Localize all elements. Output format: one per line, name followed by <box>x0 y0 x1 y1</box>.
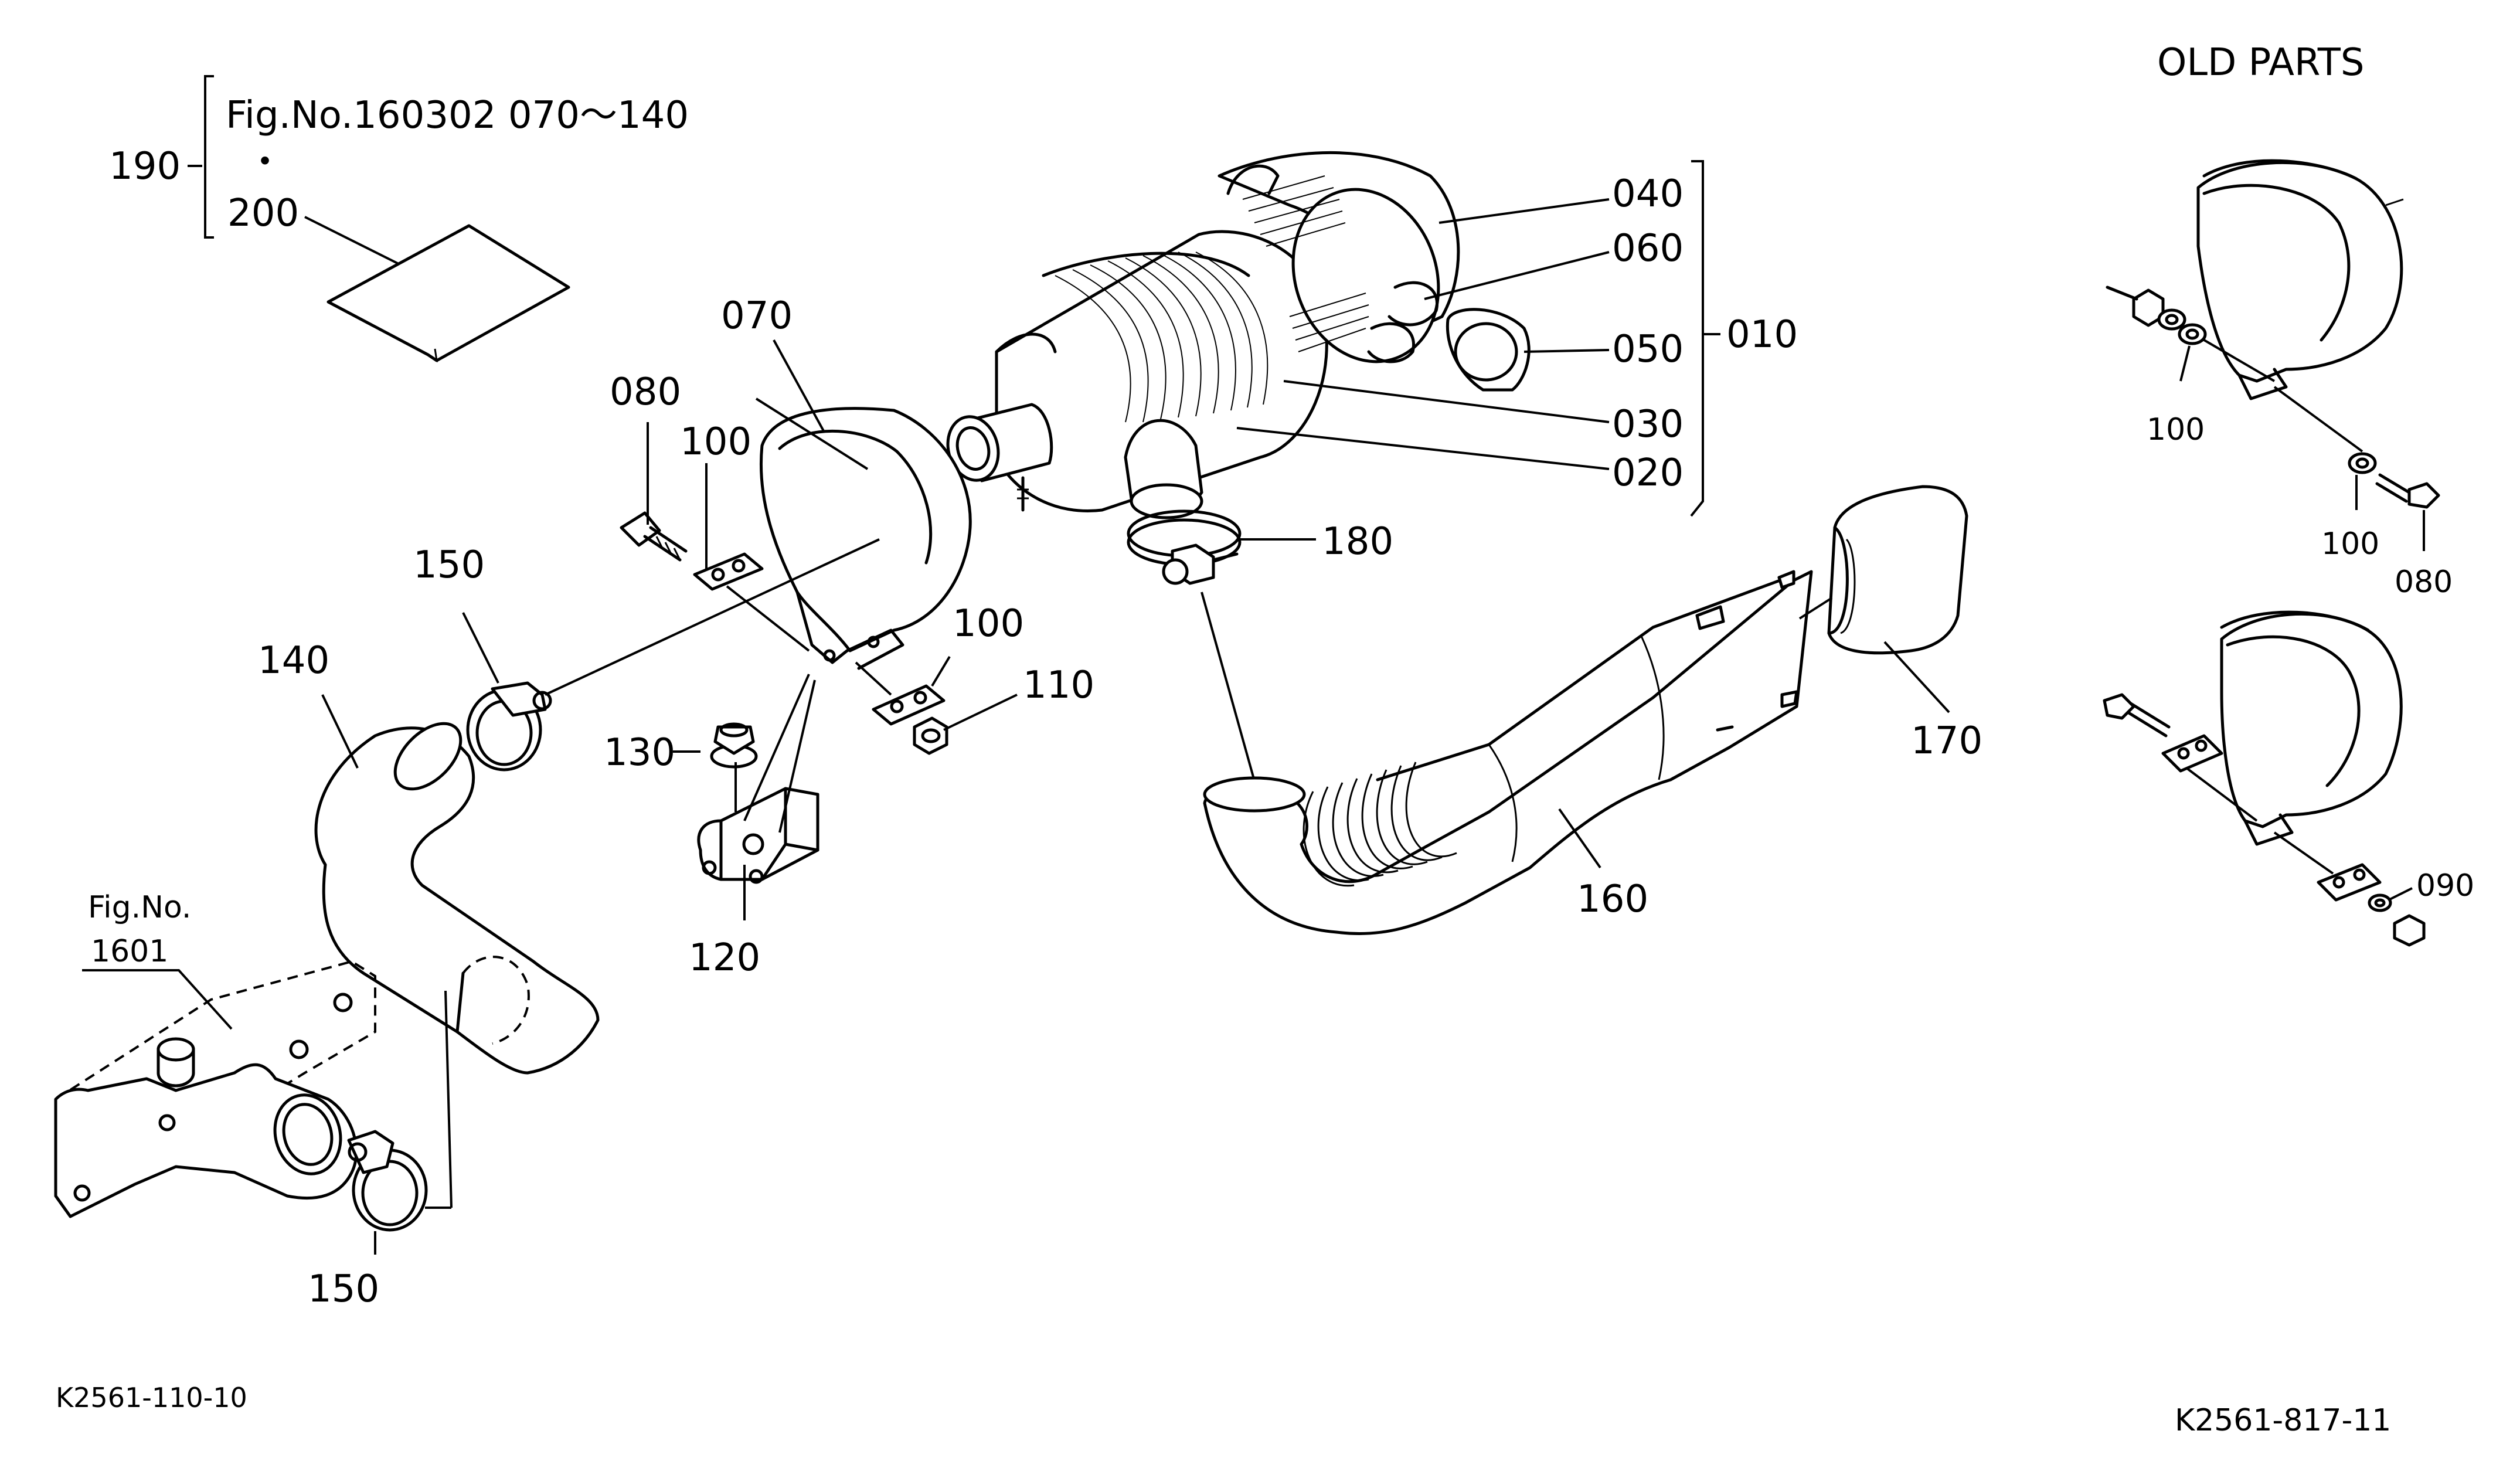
footer-right-code: K2561-817-11 <box>2175 1403 2391 1438</box>
callout-100-b: 100 <box>953 602 1024 645</box>
callout-030: 030 <box>1612 403 1684 446</box>
callout-040: 040 <box>1612 172 1684 216</box>
hose-clamp-icon <box>466 681 552 772</box>
callout-150-b: 150 <box>308 1267 379 1311</box>
callout-190: 190 <box>109 145 181 188</box>
old-parts-title: OLD PARTS <box>2157 41 2364 84</box>
bolt-icon <box>2103 693 2171 738</box>
plate-icon <box>693 552 764 591</box>
hose-clamp-icon <box>347 1130 428 1232</box>
bolt-icon <box>2348 452 2440 509</box>
plate-icon <box>2317 863 2382 902</box>
callout-050: 050 <box>1612 328 1684 371</box>
old-callout-100-top: 100 <box>2147 412 2205 447</box>
nut-icon <box>2106 286 2207 345</box>
callout-180: 180 <box>1322 520 1393 563</box>
callout-070: 070 <box>721 294 793 338</box>
plate-icon <box>2161 734 2223 773</box>
fig-ref-engine-line1: Fig.No. <box>88 890 191 925</box>
callout-200: 200 <box>227 192 299 235</box>
callout-170: 170 <box>1911 719 1982 763</box>
band-clamp-icon <box>759 407 972 670</box>
callout-160: 160 <box>1577 878 1648 921</box>
air-cleaner-callouts: 040 060 050 030 020 010 <box>1236 160 1798 517</box>
callout-110: 110 <box>1023 664 1094 707</box>
seal-icon <box>1827 485 1968 655</box>
callout-020: 020 <box>1612 451 1684 495</box>
plate-icon <box>872 684 946 726</box>
old-callout-090: 090 <box>2416 868 2474 903</box>
spring-clamp-icon <box>1127 509 1242 585</box>
air-cleaner-icon <box>946 151 1460 519</box>
footer-left-code: K2561-110-10 <box>56 1382 247 1413</box>
callout-140: 140 <box>258 639 329 682</box>
fig-ref-dot: ・ <box>246 141 284 184</box>
callout-150-a: 150 <box>413 543 485 587</box>
fig-ref-engine-line2: 1601 <box>91 934 168 969</box>
callout-060: 060 <box>1612 227 1684 270</box>
hose-icon <box>314 722 600 1075</box>
label-sheet-group: 190 Fig.No.160302 070～140 ・ 200 <box>109 75 689 363</box>
fig-ref-main: Fig.No.160302 070～140 <box>226 94 689 137</box>
manifold-icon <box>54 960 376 1218</box>
band-clamp-icon <box>2220 610 2403 846</box>
label-sheet-icon <box>327 224 570 363</box>
intake-duct-icon <box>1203 570 1813 936</box>
nut-icon <box>2368 893 2426 947</box>
callout-080: 080 <box>610 371 681 414</box>
nut-icon <box>710 722 758 769</box>
callout-010: 010 <box>1726 313 1798 356</box>
bracket-icon <box>697 787 819 884</box>
old-callout-100-bot: 100 <box>2321 526 2379 562</box>
nut-icon <box>913 716 948 755</box>
callout-100-a: 100 <box>680 420 751 464</box>
callout-120: 120 <box>689 936 760 980</box>
bolt-icon <box>620 511 688 562</box>
band-clamp-icon <box>2196 159 2404 400</box>
old-callout-080: 080 <box>2395 565 2453 600</box>
cap-050-icon <box>1446 308 1531 392</box>
callout-130: 130 <box>604 731 675 774</box>
